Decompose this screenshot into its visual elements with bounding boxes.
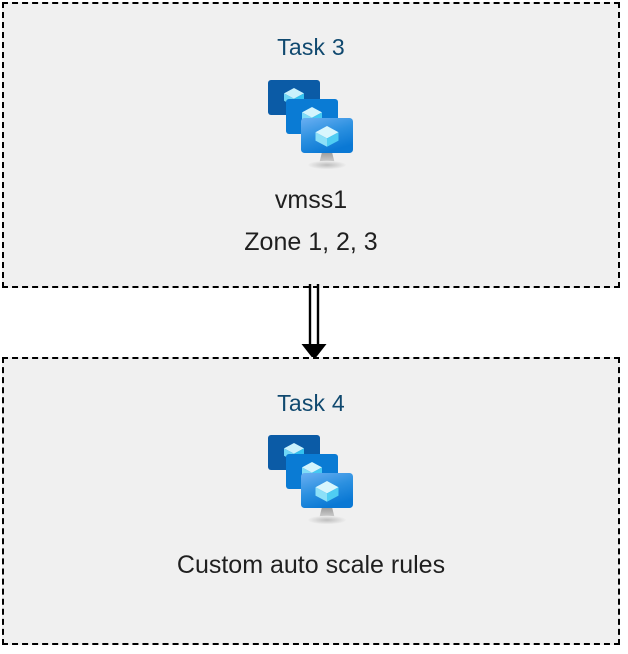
vmss-icon (268, 435, 353, 525)
connector-task3-to-task4 (301, 284, 327, 360)
task-box-task4[interactable]: Task 4 (2, 357, 620, 645)
task3-node-label-line2: Zone 1, 2, 3 (244, 228, 378, 256)
vmss-icon (268, 80, 353, 170)
task3-node-label-line1: vmss1 (274, 186, 348, 214)
task3-title: Task 3 (277, 34, 345, 60)
task-box-task3[interactable]: Task 3 (2, 2, 620, 288)
task4-title: Task 4 (277, 390, 345, 416)
task4-node-label-line1: Custom auto scale rules (176, 551, 446, 579)
